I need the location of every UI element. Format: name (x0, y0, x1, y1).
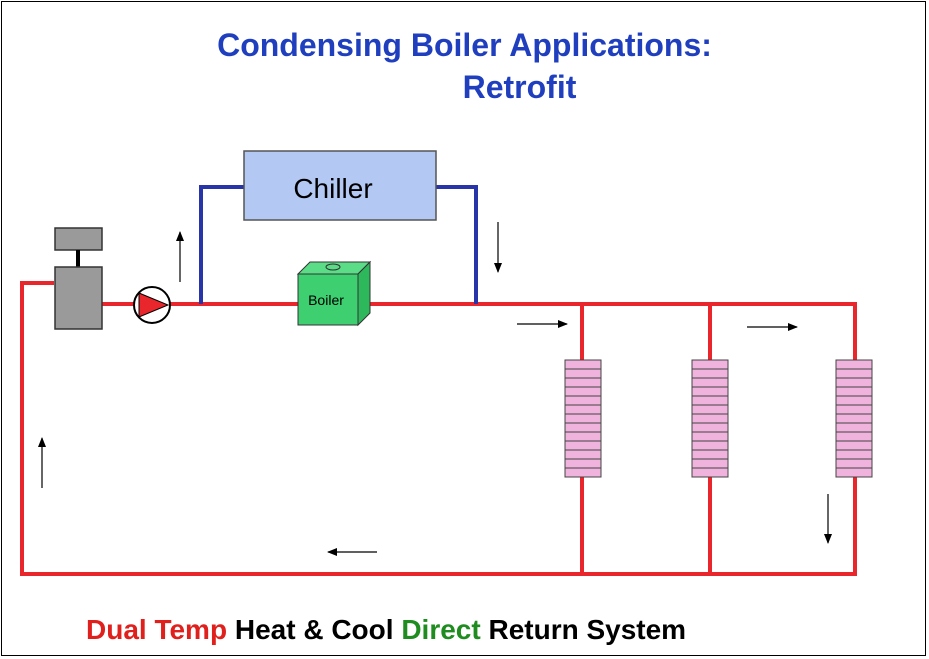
caption-part-1: Dual Temp (86, 614, 228, 645)
slide-title: Condensing Boiler Applications: Retrofit (0, 24, 929, 108)
radiator-3 (835, 359, 873, 478)
radiator-3-fins (836, 368, 872, 469)
boiler-front (297, 273, 359, 326)
boiler-flue (325, 263, 341, 271)
radiator-2 (691, 359, 729, 478)
chiller-return-pipe (436, 185, 478, 304)
chiller-loop (199, 185, 478, 304)
chiller-label: Chiller (293, 173, 372, 204)
chiller-supply-pipe (199, 185, 244, 304)
caption-part-3: Direct (401, 614, 481, 645)
flow-arrows (38, 222, 832, 556)
caption-part-4: Return System (488, 614, 687, 645)
supply-return-loop (20, 281, 857, 576)
radiator-1 (564, 359, 602, 478)
chiller: Chiller (243, 150, 437, 221)
caption-part-2: Heat & Cool (234, 614, 394, 645)
boiler: Boiler (296, 260, 372, 327)
boiler-label: Boiler (308, 292, 344, 308)
pump (133, 286, 171, 324)
radiator-2-fins (692, 368, 728, 469)
tank-body (54, 266, 103, 330)
title-line-1: Condensing Boiler Applications: (217, 27, 712, 63)
pump-triangle-icon (138, 292, 170, 318)
chiller-box (243, 150, 437, 221)
supply-main-pipe (20, 281, 857, 576)
title-line-2: Retrofit (462, 69, 577, 105)
caption: Dual Temp Heat & Cool Direct Return Syst… (86, 614, 686, 646)
radiator-1-fins (565, 368, 601, 469)
expansion-tank (54, 227, 103, 330)
tank-top (54, 227, 103, 251)
